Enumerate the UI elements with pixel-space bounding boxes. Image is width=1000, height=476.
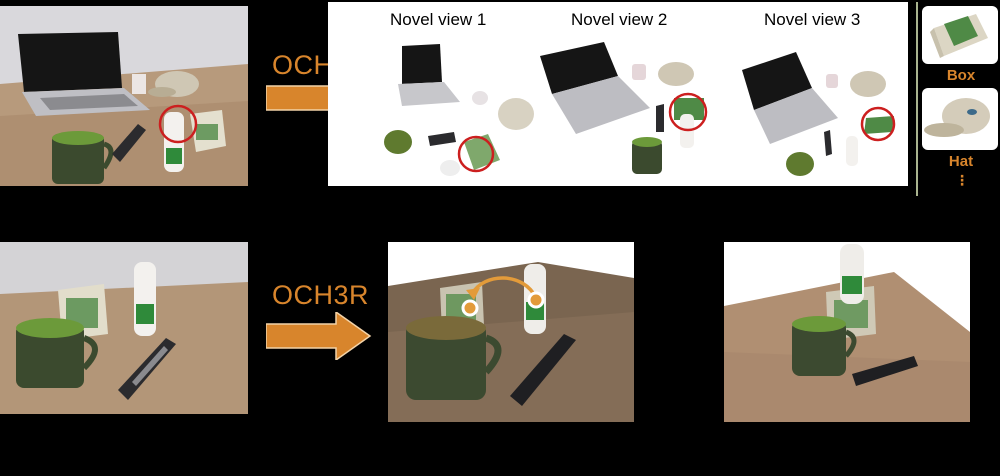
- box-icon: [922, 6, 998, 64]
- novel-view-2-render: [540, 42, 708, 174]
- novel-view-1-label: Novel view 1: [390, 10, 487, 29]
- object-label-hat: Hat: [948, 153, 974, 170]
- novel-view-3-render: [742, 52, 896, 176]
- more-objects-ellipsis: ⋮: [955, 173, 969, 189]
- right-arrow-icon: [266, 312, 372, 360]
- novel-views-panel: Novel view 1 Novel view 2 Novel view 3: [328, 2, 908, 186]
- novel-view-2-label: Novel view 2: [571, 10, 668, 29]
- method-label-bottom: OCH3R: [272, 280, 370, 310]
- object-label-box: Box: [946, 67, 976, 84]
- edited-render-swap: [388, 242, 634, 422]
- hat-icon: [922, 88, 998, 150]
- novel-view-3-label: Novel view 3: [764, 10, 861, 29]
- novel-view-1-render: [384, 44, 534, 176]
- input-photo-mug-scene: [0, 242, 248, 414]
- input-photo-desk-scene: [0, 6, 248, 186]
- object-list-divider: [916, 2, 918, 196]
- edited-render-rearranged: [724, 242, 970, 422]
